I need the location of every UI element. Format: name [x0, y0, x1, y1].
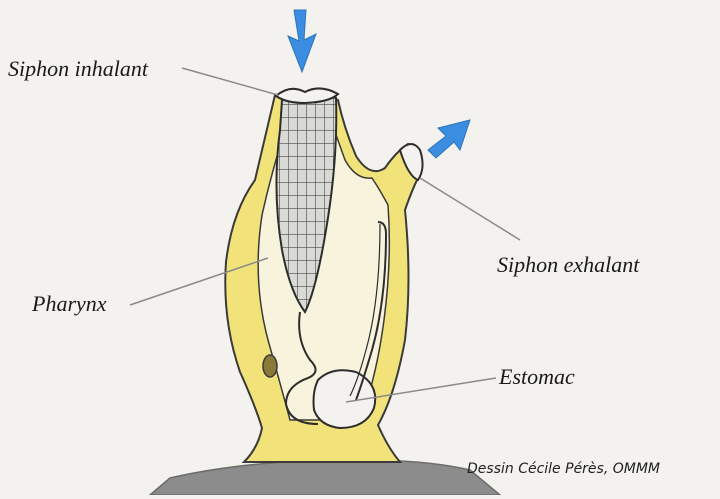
- substrate: [150, 460, 500, 495]
- label-pharynx: Pharynx: [32, 293, 107, 315]
- credit-text: Dessin Cécile Pérès, OMMM: [467, 462, 660, 476]
- label-estomac: Estomac: [499, 366, 575, 388]
- label-siphon-inhalant: Siphon inhalant: [8, 58, 148, 80]
- label-siphon-exhalant: Siphon exhalant: [497, 254, 639, 276]
- leader-siphon-inhalant: [182, 68, 278, 95]
- leader-siphon-exhalant: [420, 178, 520, 240]
- arrow-down-icon: [288, 10, 316, 72]
- gonad: [263, 355, 277, 377]
- arrow-up-right-icon: [428, 120, 470, 158]
